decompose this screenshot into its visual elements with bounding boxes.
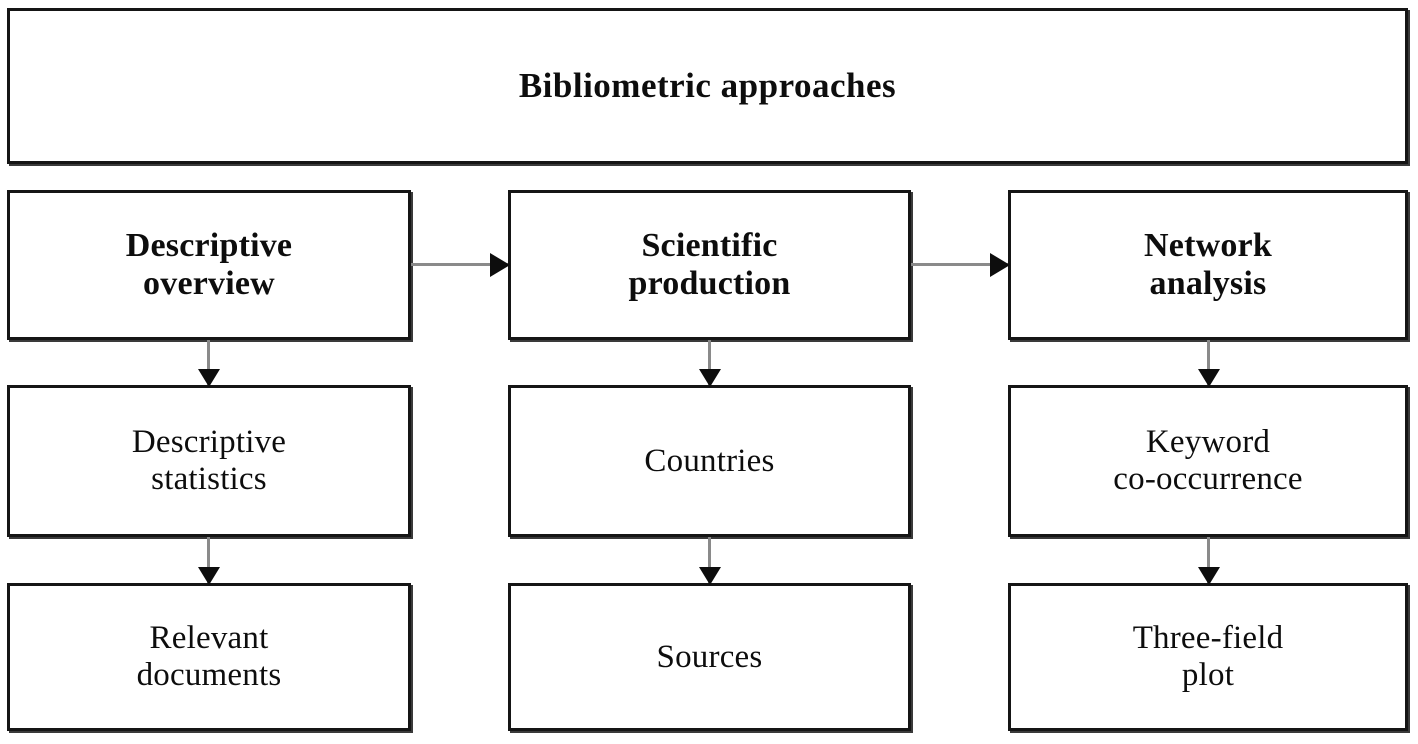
arrow-down-icon-network-to-keyword: [1207, 340, 1210, 385]
arrow-right-icon-scientific-to-network: [911, 263, 1008, 266]
step-box-descriptive-statistics: Descriptive statistics: [7, 385, 411, 537]
stage-label-scientific-production: Scientific production: [628, 226, 791, 302]
stage-box-network-analysis: Network analysis: [1008, 190, 1408, 340]
stage-label-descriptive-overview: Descriptive overview: [125, 226, 293, 302]
stage-label-network-analysis: Network analysis: [1144, 226, 1272, 302]
arrow-down-icon-descriptive-to-statistics: [207, 340, 210, 385]
step-box-keyword-co-occurrence: Keyword co-occurrence: [1008, 385, 1408, 537]
step-box-countries: Countries: [508, 385, 911, 537]
step-label-keyword-co-occurrence: Keyword co-occurrence: [1113, 424, 1303, 497]
step-label-countries: Countries: [644, 442, 775, 479]
arrow-down-icon-scientific-to-countries: [708, 340, 711, 385]
diagram-title-box: Bibliometric approaches: [7, 8, 1408, 164]
step-label-descriptive-statistics: Descriptive statistics: [131, 424, 287, 497]
arrow-right-icon-descriptive-to-scientific: [411, 263, 508, 266]
step-box-sources: Sources: [508, 583, 911, 731]
diagram-title-label: Bibliometric approaches: [518, 66, 897, 106]
step-box-relevant-documents: Relevant documents: [7, 583, 411, 731]
arrow-down-icon-statistics-to-documents: [207, 537, 210, 583]
arrow-down-icon-keyword-to-threefield: [1207, 537, 1210, 583]
step-label-three-field-plot: Three-field plot: [1132, 620, 1284, 693]
step-label-sources: Sources: [656, 638, 763, 675]
arrow-down-icon-countries-to-sources: [708, 537, 711, 583]
stage-box-scientific-production: Scientific production: [508, 190, 911, 340]
step-label-relevant-documents: Relevant documents: [136, 620, 282, 693]
step-box-three-field-plot: Three-field plot: [1008, 583, 1408, 731]
stage-box-descriptive-overview: Descriptive overview: [7, 190, 411, 340]
